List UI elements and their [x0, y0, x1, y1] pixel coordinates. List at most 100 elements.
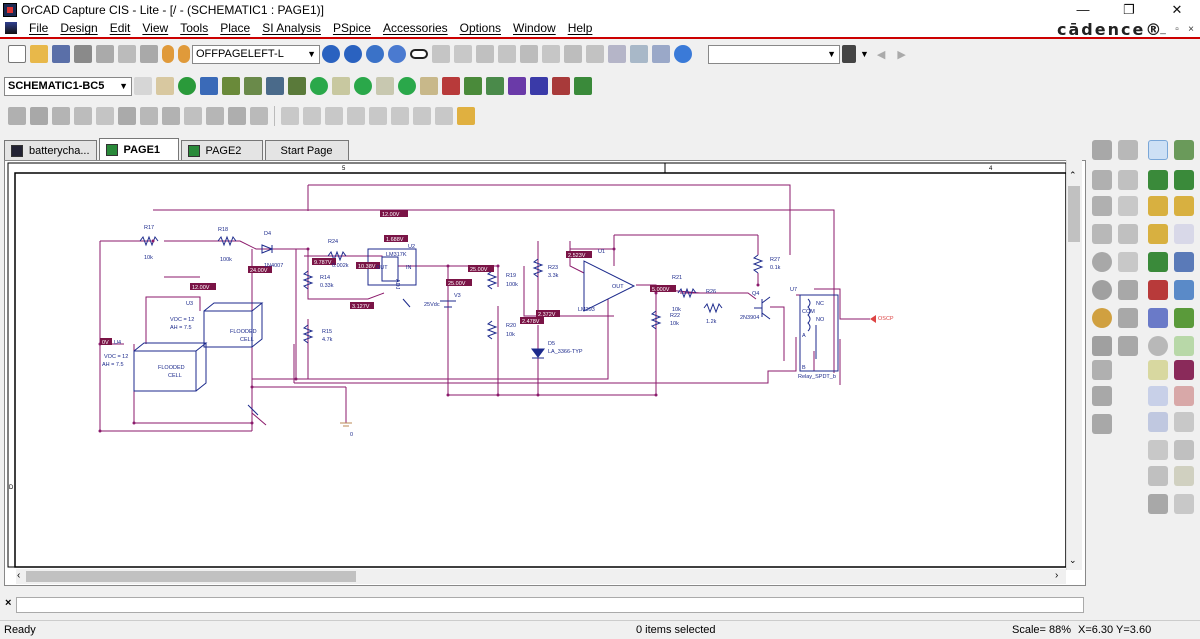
next-result-icon[interactable]: ▶	[897, 48, 906, 61]
align-center-icon[interactable]	[303, 107, 321, 125]
select-arrow-icon[interactable]	[1148, 140, 1168, 160]
advanced-analysis-icon[interactable]	[442, 77, 460, 95]
lock-icon[interactable]	[457, 107, 475, 125]
pin-icon[interactable]	[1174, 280, 1194, 300]
bus-entry-2-icon[interactable]	[1174, 196, 1194, 216]
voltage-diff-marker-icon[interactable]	[244, 77, 262, 95]
align-g-icon[interactable]	[140, 107, 158, 125]
picture-icon[interactable]	[1148, 360, 1168, 380]
netlist-icon[interactable]	[498, 45, 516, 63]
bias-voltage-icon[interactable]	[310, 77, 328, 95]
distribute-v-icon[interactable]	[435, 107, 453, 125]
undo-icon[interactable]	[162, 45, 174, 63]
zoom-all-icon[interactable]	[388, 45, 406, 63]
search-combo[interactable]: ▼	[708, 44, 840, 64]
align-h-icon[interactable]	[162, 107, 180, 125]
menu-pspice[interactable]: PSpice	[332, 21, 371, 35]
zoom-area-icon[interactable]	[366, 45, 384, 63]
bias-power-icon[interactable]	[398, 77, 416, 95]
area-select-icon[interactable]	[586, 45, 604, 63]
align-right-icon[interactable]	[325, 107, 343, 125]
auto-wire-icon[interactable]	[1174, 170, 1194, 190]
menu-place[interactable]: Place	[220, 21, 251, 35]
place-power-icon[interactable]	[1092, 224, 1112, 244]
mirror-icon[interactable]	[1174, 440, 1194, 460]
minimize-button[interactable]: —	[1076, 2, 1090, 17]
hier-port-icon[interactable]	[1174, 252, 1194, 272]
cross-reference-icon[interactable]	[520, 45, 538, 63]
sensitivity-icon[interactable]	[464, 77, 482, 95]
align-f-icon[interactable]	[118, 107, 136, 125]
align-bottom-icon[interactable]	[391, 107, 409, 125]
back-annotate-icon[interactable]	[454, 45, 472, 63]
snap-icon[interactable]	[1148, 494, 1168, 514]
open-folder-icon[interactable]	[30, 45, 48, 63]
menu-design[interactable]: Design	[60, 21, 98, 35]
erc-icon[interactable]	[1092, 336, 1112, 356]
menu-file[interactable]: File	[29, 21, 49, 35]
redo-icon[interactable]	[178, 45, 190, 63]
hier-pin-icon[interactable]	[1118, 280, 1138, 300]
mdi-minimize-button[interactable]: _	[1160, 24, 1166, 35]
current-display-icon[interactable]	[376, 77, 394, 95]
select-net-icon[interactable]	[1148, 412, 1168, 432]
schematic-canvas[interactable]	[4, 160, 1086, 586]
current-marker-icon[interactable]	[266, 77, 284, 95]
power-icon[interactable]	[1092, 252, 1112, 272]
tab-batterycharger[interactable]: batterycha...	[4, 140, 97, 160]
ellipse-icon[interactable]	[1148, 336, 1168, 356]
align-a-icon[interactable]	[8, 107, 26, 125]
align-top-icon[interactable]	[347, 107, 365, 125]
eye-icon[interactable]	[410, 49, 428, 59]
help-icon[interactable]	[674, 45, 692, 63]
align-c-icon[interactable]	[52, 107, 70, 125]
off-page-icon[interactable]	[1118, 252, 1138, 272]
voltage-marker-icon[interactable]	[222, 77, 240, 95]
hook-icon[interactable]	[1118, 336, 1138, 356]
menu-si-analysis[interactable]: SI Analysis	[262, 21, 321, 35]
print-icon[interactable]	[74, 45, 92, 63]
scroll-down-icon[interactable]: ⌄	[1069, 555, 1077, 565]
scroll-left-icon[interactable]: ‹	[17, 570, 21, 581]
save-icon[interactable]	[52, 45, 70, 63]
align-b-icon[interactable]	[30, 107, 48, 125]
project-manager-icon[interactable]	[608, 45, 626, 63]
voltage-display-icon[interactable]	[332, 77, 350, 95]
menu-help[interactable]: Help	[567, 21, 593, 35]
bias-current-icon[interactable]	[354, 77, 372, 95]
document-menu-icon[interactable]	[5, 22, 17, 34]
hier-block-icon[interactable]	[1148, 252, 1168, 272]
vertical-scrollbar[interactable]	[1066, 160, 1082, 570]
delete-icon[interactable]	[1174, 360, 1194, 380]
distribute-h-icon[interactable]	[413, 107, 431, 125]
menu-edit[interactable]: Edit	[109, 21, 131, 35]
place-ground-2-icon[interactable]	[1148, 308, 1168, 328]
menu-window[interactable]: Window	[513, 21, 556, 35]
cut-icon[interactable]	[96, 45, 114, 63]
new-icon[interactable]	[8, 45, 26, 63]
select-wire-icon[interactable]	[1174, 412, 1194, 432]
drc-icon[interactable]	[476, 45, 494, 63]
selection-filter-icon[interactable]	[1148, 386, 1168, 406]
command-close-icon[interactable]: ×	[5, 597, 12, 609]
mirror-h-icon[interactable]	[1148, 466, 1168, 486]
align-i-icon[interactable]	[184, 107, 202, 125]
vertical-scroll-thumb[interactable]	[1068, 186, 1080, 242]
pointer-red-icon[interactable]	[1174, 386, 1194, 406]
mdi-restore-button[interactable]: ▫	[1175, 24, 1179, 35]
place-wire-icon[interactable]	[1118, 140, 1138, 160]
net-alias-icon[interactable]	[1118, 196, 1138, 216]
restore-button[interactable]: ❐	[1123, 2, 1135, 17]
zoom-in-icon[interactable]	[322, 45, 340, 63]
align-left-icon[interactable]	[281, 107, 299, 125]
net-group-icon[interactable]	[1148, 224, 1168, 244]
paste-icon[interactable]	[140, 45, 158, 63]
search-dropdown-icon[interactable]: ▼	[860, 49, 869, 59]
home-icon[interactable]	[1092, 414, 1112, 434]
align-e-icon[interactable]	[96, 107, 114, 125]
optimizer-icon[interactable]	[486, 77, 504, 95]
command-input[interactable]	[16, 597, 1084, 613]
mdi-close-button[interactable]: ×	[1188, 24, 1194, 35]
align-middle-icon[interactable]	[369, 107, 387, 125]
bill-of-materials-icon[interactable]	[542, 45, 560, 63]
